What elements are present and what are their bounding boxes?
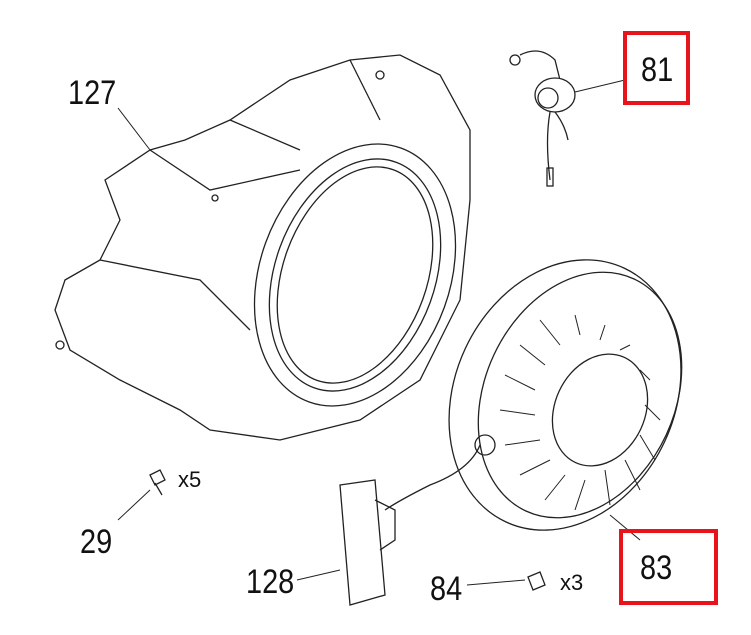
part-number-127: 127 [68, 74, 117, 112]
leader-lines [117, 79, 641, 586]
quantity-29: x5 [178, 467, 202, 492]
part-number-83: 83 [640, 549, 673, 587]
recoil-starter-drawing [384, 259, 683, 531]
part-number-84: 84 [430, 570, 463, 608]
bolt-drawings [149, 469, 546, 591]
fan-shroud-drawing [54, 54, 471, 441]
quantity-84: x3 [560, 570, 584, 595]
stop-switch-drawing [509, 50, 576, 187]
part-number-81: 81 [641, 51, 674, 89]
part-number-29: 29 [80, 523, 113, 561]
highlight-box-83 [619, 529, 718, 605]
highlight-box-81 [623, 31, 690, 105]
part-number-128: 128 [246, 563, 295, 601]
starter-handle-drawing [339, 479, 396, 606]
